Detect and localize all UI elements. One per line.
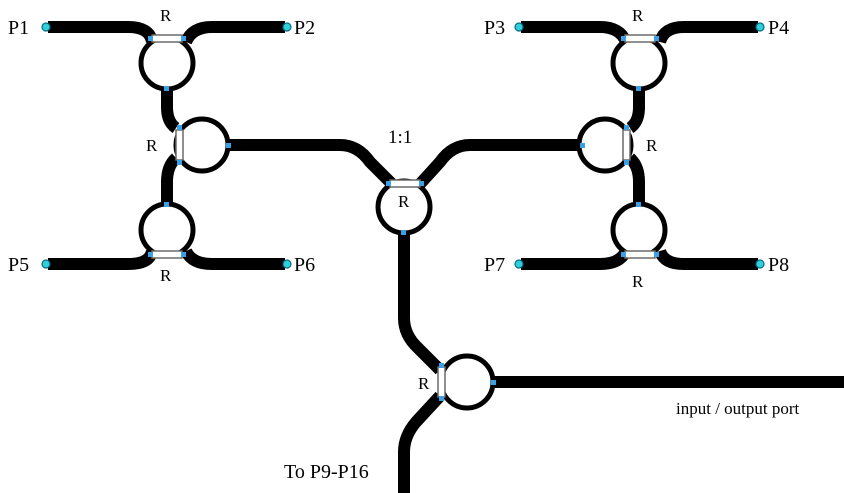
- pad: [386, 181, 391, 186]
- resistor-io: [437, 366, 446, 398]
- pad: [226, 143, 231, 148]
- pad: [148, 252, 153, 257]
- resistor-label: R: [146, 136, 158, 155]
- line-left-branch: [229, 139, 397, 189]
- resistor-right-middle: [622, 129, 631, 161]
- resistor-label: R: [632, 272, 644, 291]
- line-p7: [521, 248, 632, 270]
- pad: [164, 202, 169, 207]
- ring-left-bottom: [138, 201, 196, 259]
- port-label-p8: P8: [768, 254, 789, 276]
- port-marker-p3: [514, 22, 524, 32]
- ring-right-top: [610, 34, 668, 92]
- resistor-label: R: [646, 136, 658, 155]
- pad: [439, 363, 444, 368]
- resistor-label: R: [418, 374, 430, 393]
- pad: [181, 36, 186, 41]
- port-label-p7: P7: [484, 254, 505, 276]
- resistor-label: R: [160, 266, 172, 285]
- port-marker-p5: [41, 259, 51, 269]
- pad: [439, 396, 444, 401]
- port-label-p5: P5: [8, 254, 29, 276]
- ring-left-middle: [173, 116, 231, 174]
- port-label-p3: P3: [484, 17, 505, 39]
- resistor-labels: R R R R R R R R: [146, 6, 658, 393]
- line-p4: [654, 21, 758, 44]
- pad: [580, 143, 585, 148]
- ring-couplers: [138, 34, 668, 411]
- line-p1: [48, 21, 158, 44]
- pad: [401, 230, 406, 235]
- resistor-left-top: [151, 34, 183, 43]
- pad: [491, 380, 496, 385]
- line-p2: [180, 21, 285, 45]
- port-marker-p4: [755, 22, 765, 32]
- pad: [419, 181, 424, 186]
- pad: [624, 160, 629, 165]
- ring-right-bottom: [610, 201, 668, 259]
- line-right-vertical-bottom: [625, 153, 645, 205]
- io-port-label: input / output port: [676, 399, 800, 418]
- port-labels: P1 P2 P3 P4 P5 P6 P7 P8: [8, 17, 789, 276]
- line-right-vertical-top: [626, 86, 645, 133]
- split-ratio-label: 1:1: [388, 127, 412, 148]
- pad: [177, 125, 182, 130]
- line-p8: [654, 248, 758, 270]
- pad: [654, 36, 659, 41]
- pad: [636, 86, 641, 91]
- line-p5: [48, 249, 158, 270]
- line-p3: [521, 21, 632, 45]
- transmission-lines: [48, 21, 844, 493]
- resistor-center: [389, 179, 421, 188]
- port-marker-p8: [755, 259, 765, 269]
- resistor-label: R: [632, 6, 644, 25]
- resistor-left-middle: [175, 129, 184, 161]
- port-label-p2: P2: [294, 17, 315, 39]
- line-p6: [180, 248, 285, 270]
- pad: [164, 86, 169, 91]
- pad: [654, 252, 659, 257]
- ring-io: [438, 353, 496, 411]
- resistor-label: R: [160, 6, 172, 25]
- port-marker-p6: [282, 259, 292, 269]
- port-label-p4: P4: [768, 17, 789, 39]
- port-marker-p1: [41, 22, 51, 32]
- resistor-right-bottom: [624, 250, 656, 259]
- pad: [621, 252, 626, 257]
- pad: [148, 36, 153, 41]
- pad: [636, 202, 641, 207]
- port-marker-p2: [282, 22, 292, 32]
- line-left-vertical-top: [161, 86, 180, 133]
- port-label-p6: P6: [294, 254, 315, 276]
- pad: [177, 160, 182, 165]
- pad: [621, 36, 626, 41]
- line-center-down: [398, 232, 445, 375]
- ring-left-top: [138, 34, 196, 92]
- line-left-vertical-bottom: [161, 153, 181, 205]
- connection-pads: [148, 36, 659, 401]
- port-marker-p7: [514, 259, 524, 269]
- port-label-p1: P1: [8, 17, 29, 39]
- resistor-right-top: [624, 34, 656, 43]
- line-right-branch: [415, 139, 584, 189]
- resistor-left-bottom: [151, 250, 183, 259]
- continuation-label: To P9-P16: [284, 461, 369, 483]
- pad: [624, 125, 629, 130]
- ring-right-middle: [576, 116, 634, 174]
- resistor-label: R: [398, 192, 410, 211]
- line-to-p9-p16: [398, 391, 445, 493]
- pad: [181, 252, 186, 257]
- port-markers: [41, 22, 765, 269]
